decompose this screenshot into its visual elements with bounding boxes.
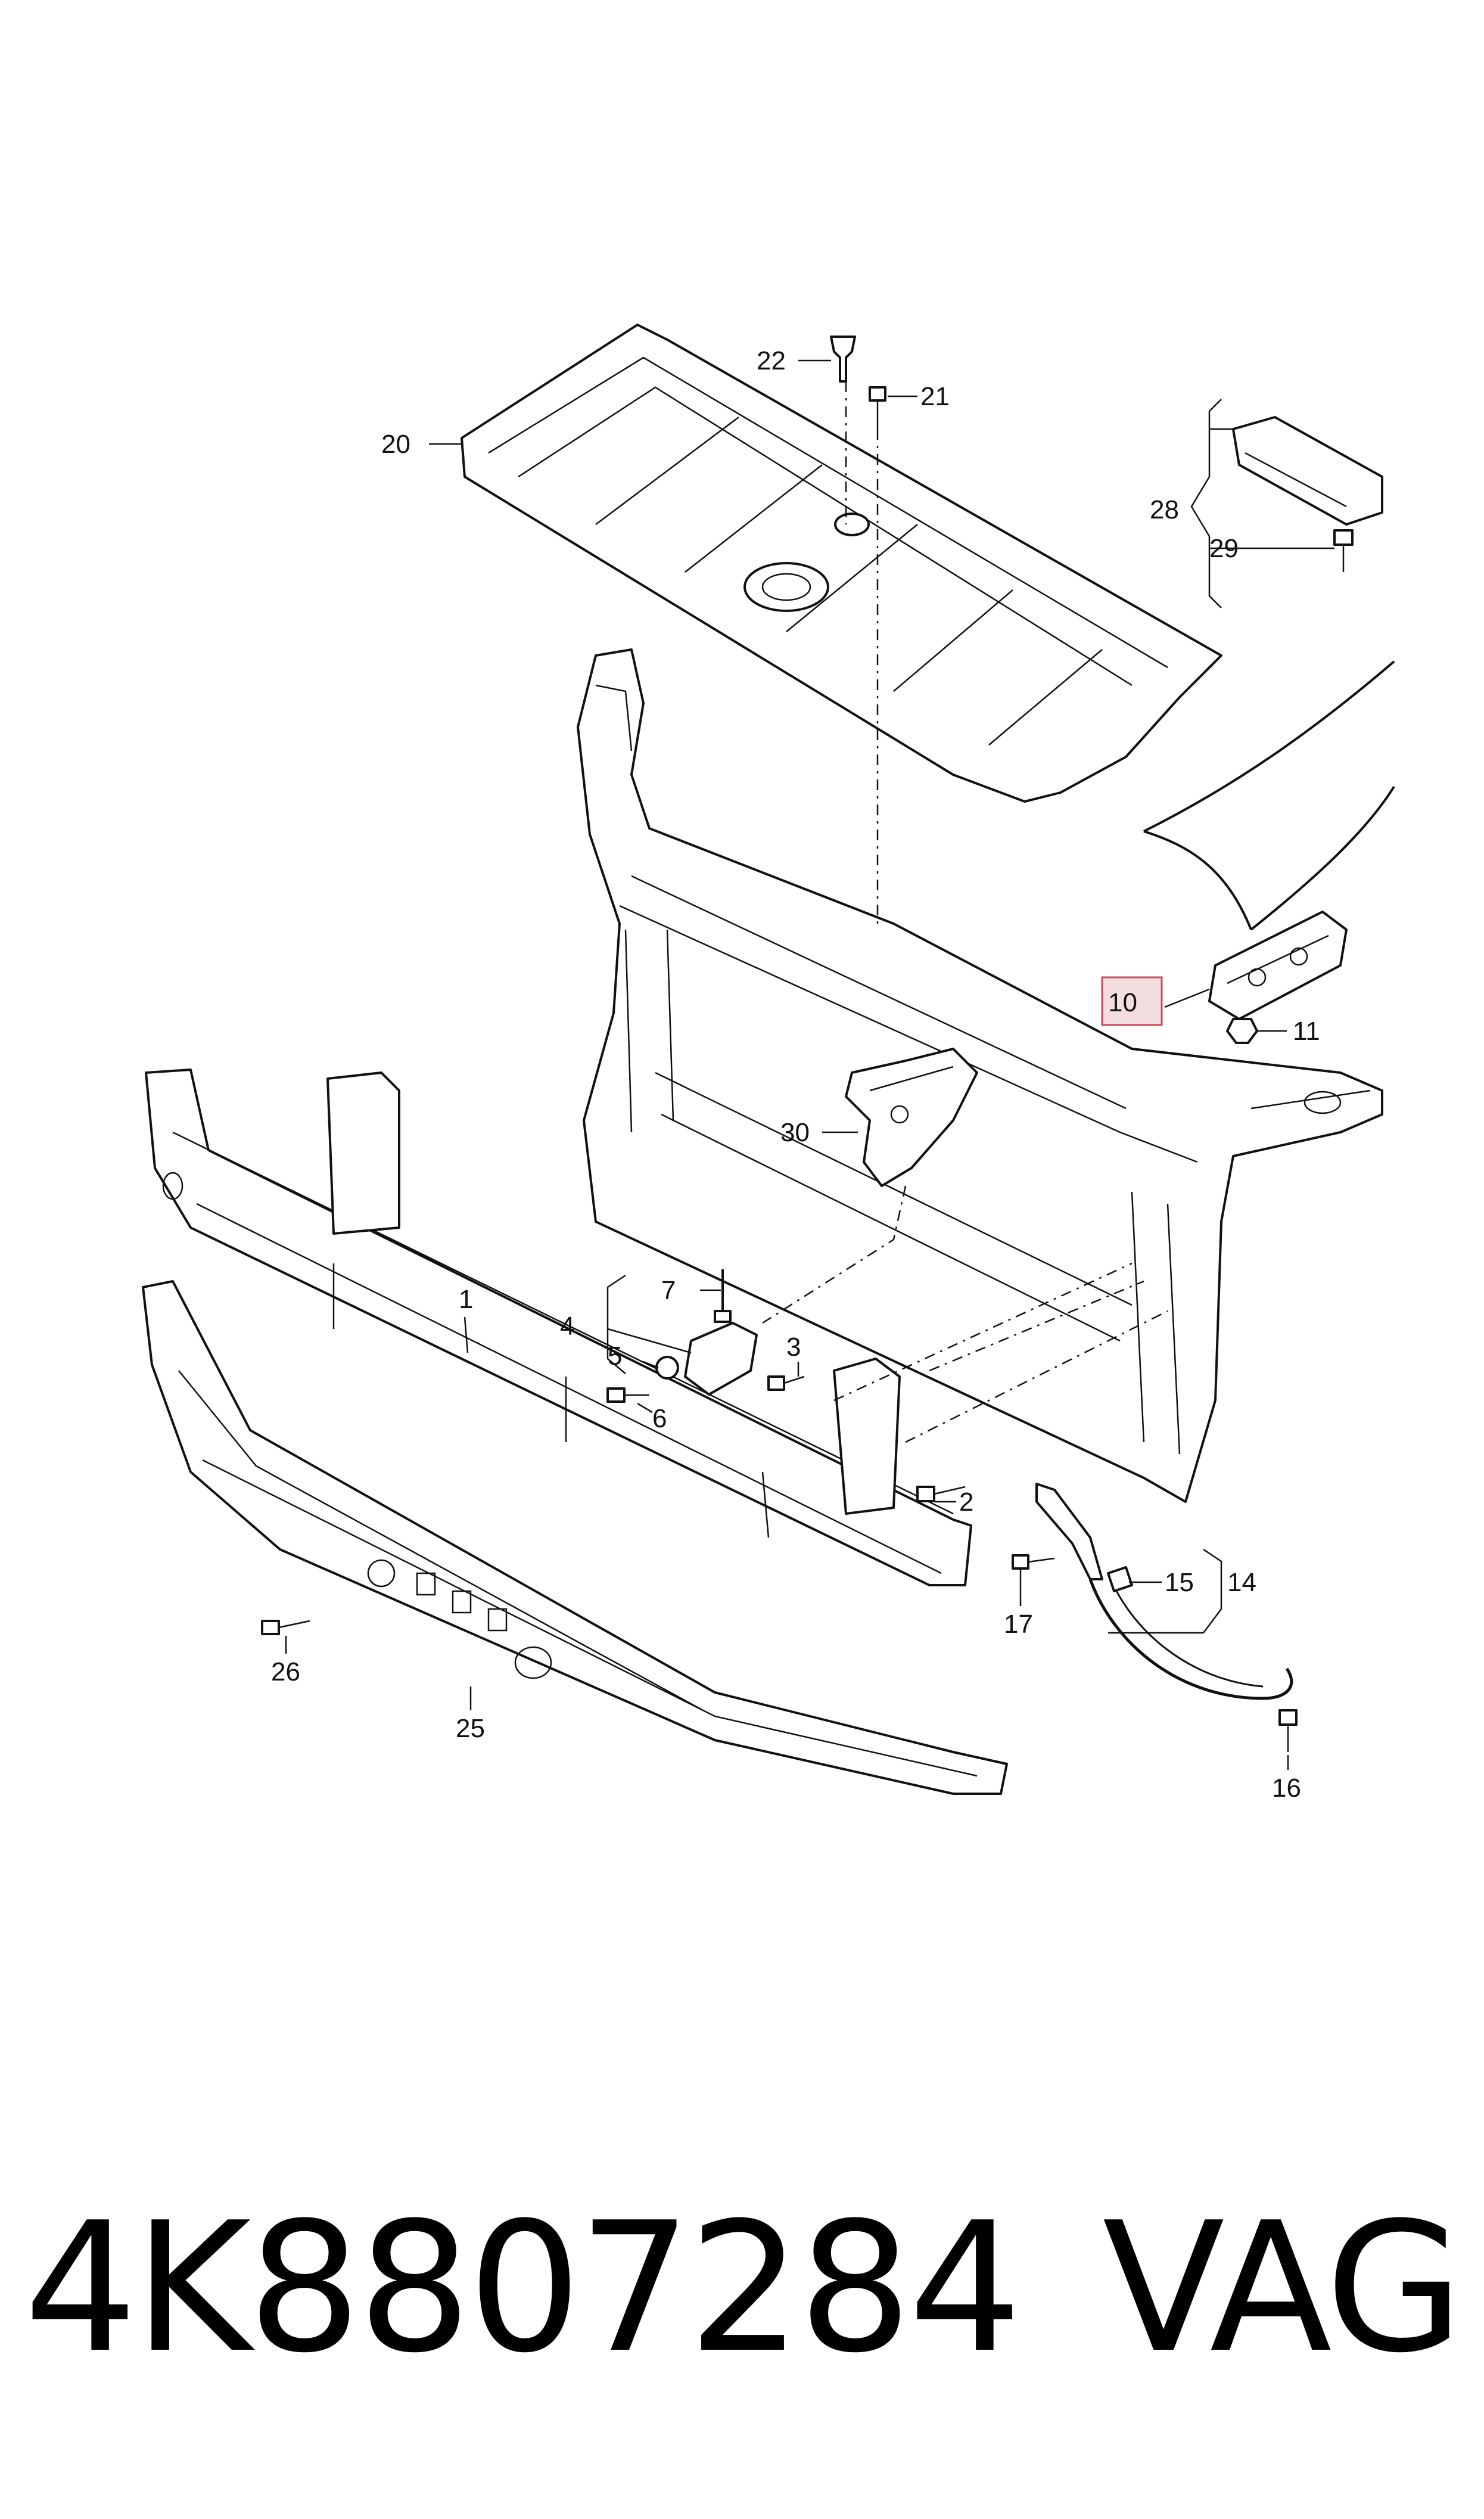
callout-6: 6 <box>652 1404 667 1433</box>
part-20-air-guide <box>461 324 1222 803</box>
part-1-bumper-beam <box>145 1069 972 1586</box>
callout-30: 30 <box>780 1118 810 1147</box>
part-28-bracket <box>1232 416 1383 526</box>
callout-26: 26 <box>271 1657 300 1686</box>
callout-4: 4 <box>560 1312 574 1341</box>
part-5-washer <box>655 1356 679 1380</box>
callout-14: 14 <box>1227 1568 1256 1597</box>
part-30-bracket <box>845 1048 978 1187</box>
part-29-screw <box>1333 529 1354 572</box>
part-6-screw <box>606 1387 649 1403</box>
callout-7: 7 <box>661 1276 676 1305</box>
part-17-screw <box>1012 1554 1055 1570</box>
part-2-screw <box>916 1486 966 1502</box>
lock-carrier-frame <box>577 648 1383 1503</box>
callout-25: 25 <box>456 1714 485 1743</box>
callout-2: 2 <box>959 1487 973 1517</box>
part-22-clip <box>830 336 856 383</box>
callout-1: 1 <box>459 1285 473 1314</box>
part-15-clip <box>1107 1566 1133 1592</box>
callout-17: 17 <box>1004 1610 1033 1639</box>
part-3-screw <box>767 1375 805 1391</box>
part-7-pin <box>714 1269 732 1323</box>
callout-16: 16 <box>1272 1773 1301 1803</box>
callout-11: 11 <box>1293 1017 1320 1046</box>
callout-10-highlight <box>1101 976 1163 1026</box>
callout-5: 5 <box>608 1341 622 1371</box>
part-26-screw <box>261 1620 310 1635</box>
part-21-screw <box>869 386 886 429</box>
callout-labels: 1 2 3 4 5 6 7 10 11 14 15 16 17 20 21 22… <box>271 346 1320 1803</box>
part-number: 4K8807284 <box>24 2184 1022 2392</box>
part-16-screw <box>1278 1709 1298 1752</box>
callout-29: 29 <box>1209 534 1239 563</box>
part-10-guide-bracket <box>1208 911 1348 1020</box>
callout-3: 3 <box>786 1333 801 1362</box>
callout-20: 20 <box>381 430 410 459</box>
part-25-energy-absorber <box>142 1280 1008 1795</box>
callout-10: 10 <box>1108 988 1137 1017</box>
callout-22: 22 <box>757 346 786 375</box>
leader-lines <box>285 359 1334 1770</box>
callout-28: 28 <box>1150 495 1179 524</box>
callout-15: 15 <box>1165 1568 1194 1597</box>
fender-outline <box>1143 660 1395 931</box>
assembly-lines <box>762 381 1168 1443</box>
part-4-bracket-set <box>684 1322 758 1396</box>
brand-label: VAG <box>1102 2184 1464 2392</box>
callout-21: 21 <box>920 382 950 411</box>
part-11-nut <box>1226 1018 1258 1044</box>
part-14-cable-assembly <box>1035 1483 1293 1700</box>
